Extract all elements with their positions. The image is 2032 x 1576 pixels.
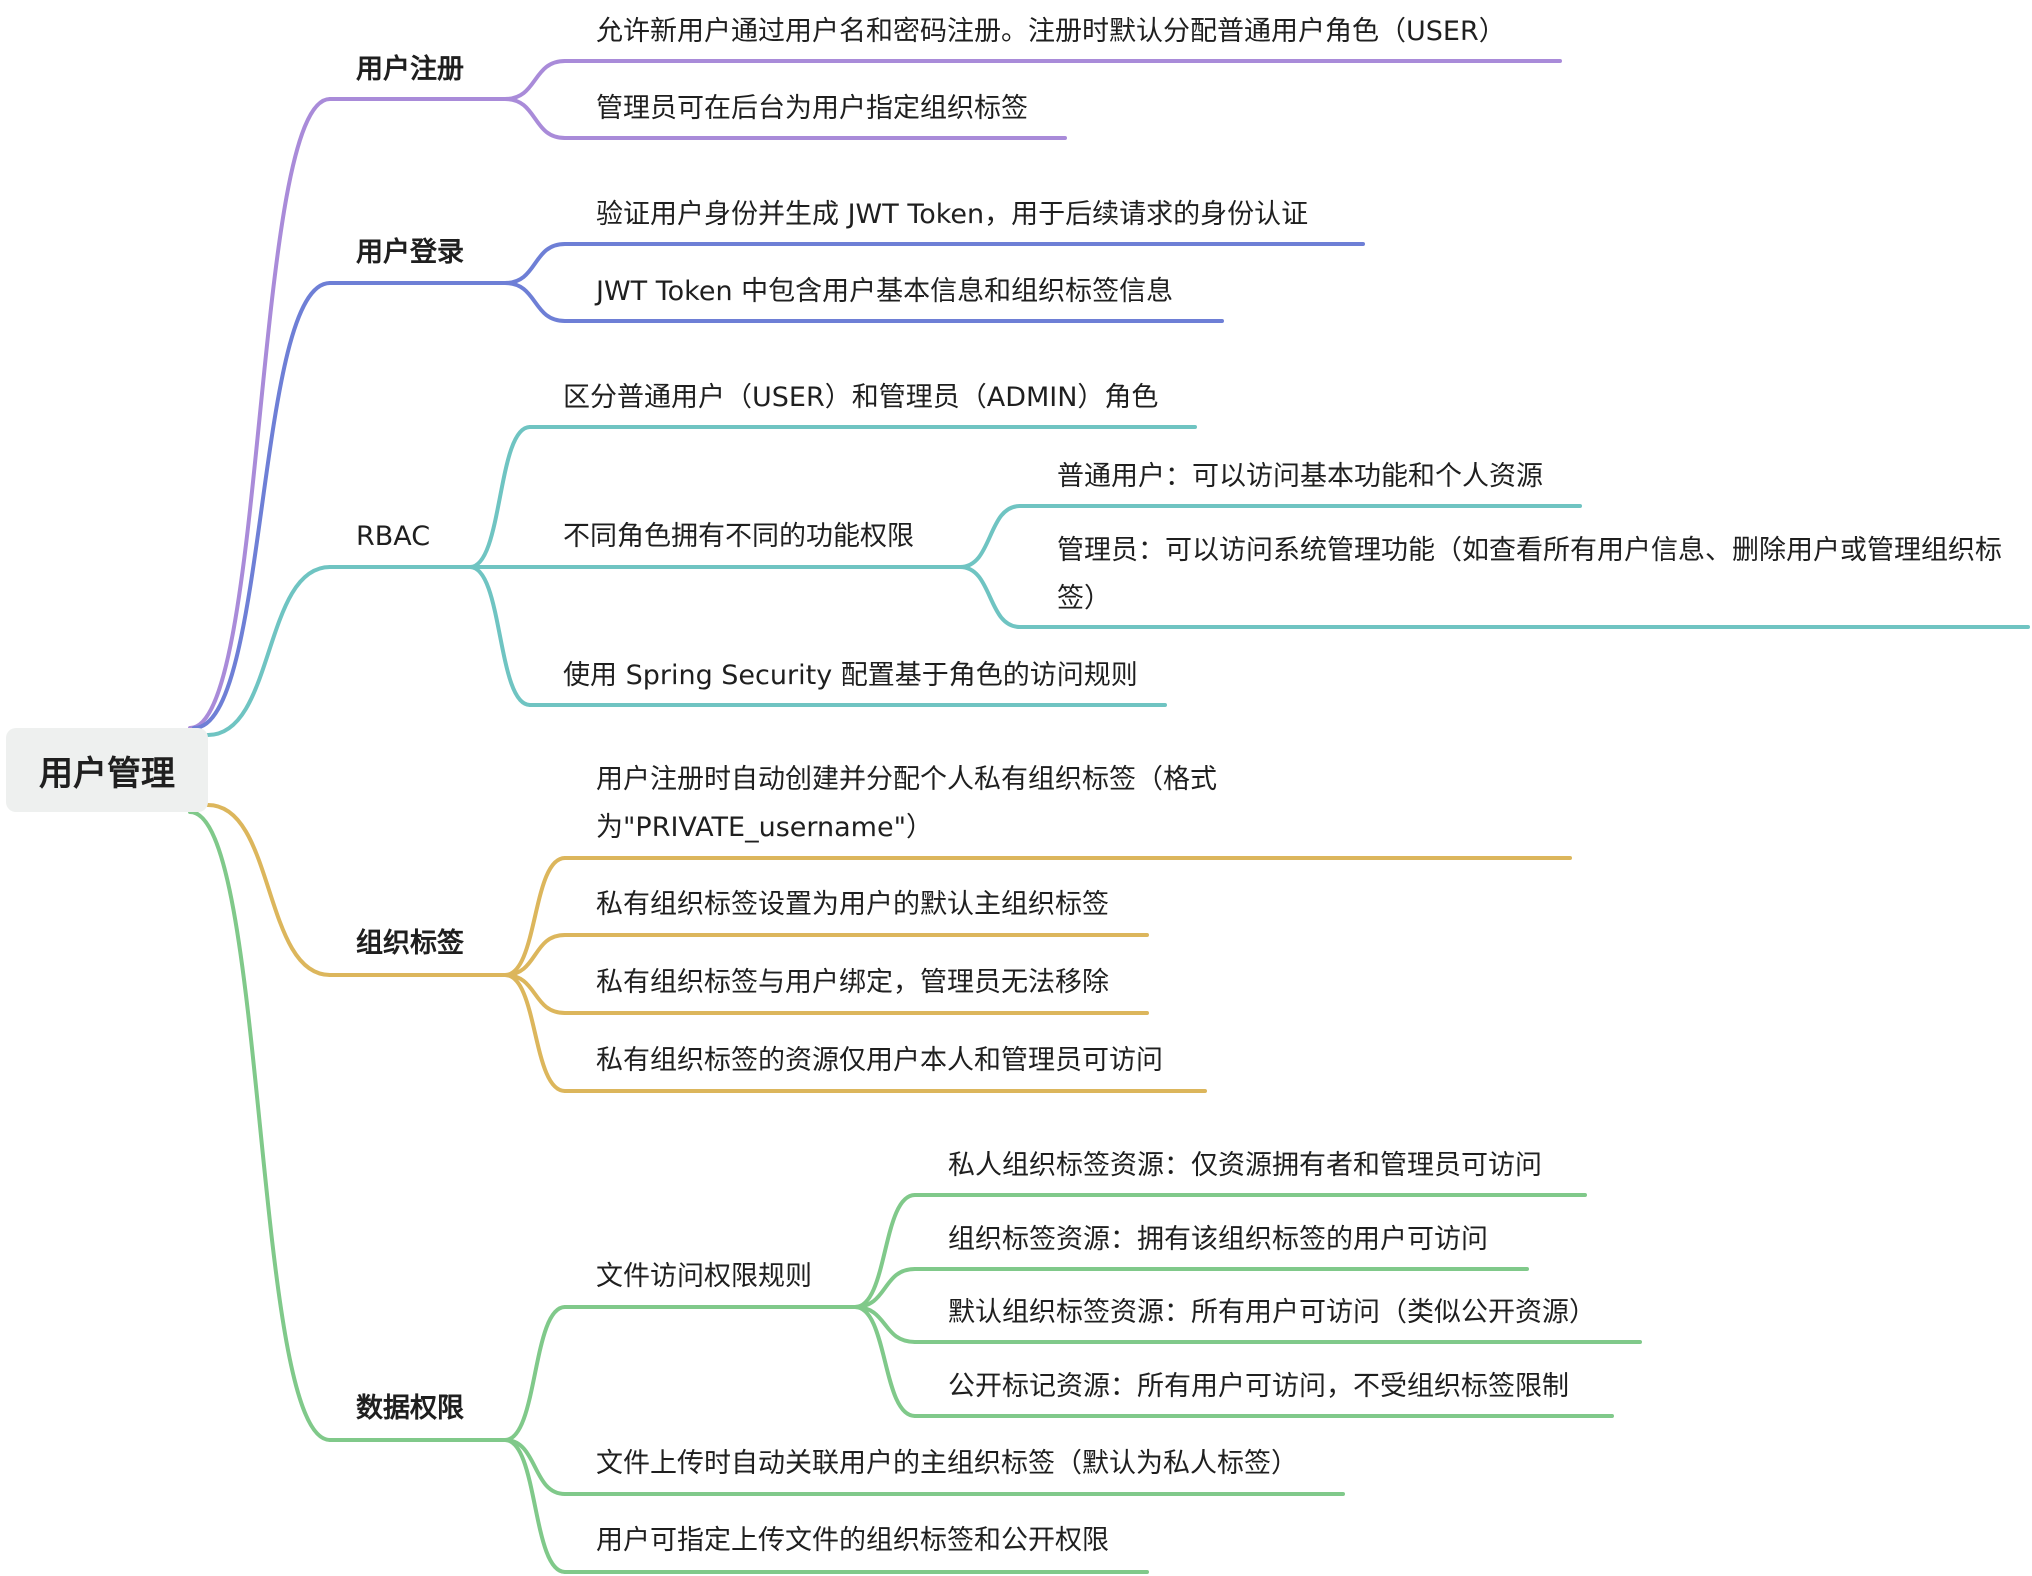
edge-root-login — [192, 281, 332, 730]
edge-root-registration — [188, 97, 332, 730]
node-role-permissions[interactable]: 不同角色拥有不同的功能权限 — [563, 521, 914, 552]
node-org-resource-rule[interactable]: 组织标签资源：拥有该组织标签的用户可访问 — [948, 1224, 1488, 1255]
edge-data-1 — [503, 1438, 567, 1496]
node-jwt-generate[interactable]: 验证用户身份并生成 JWT Token，用于后续请求的身份认证 — [596, 199, 1309, 230]
edge-orgtags-3 — [503, 973, 567, 1093]
edge-rbac-1-0 — [958, 504, 1022, 569]
branch-user-registration[interactable]: 用户注册 — [356, 54, 464, 85]
node-user-permission[interactable]: 普通用户：可以访问基本功能和个人资源 — [1057, 461, 1543, 492]
node-file-access-rules[interactable]: 文件访问权限规则 — [596, 1261, 812, 1292]
node-upload-custom-tag[interactable]: 用户可指定上传文件的组织标签和公开权限 — [596, 1525, 1109, 1556]
branch-org-tags[interactable]: 组织标签 — [356, 928, 464, 959]
node-registration-rule[interactable]: 允许新用户通过用户名和密码注册。注册时默认分配普通用户角色（USER） — [596, 16, 1506, 47]
edge-rbac-2 — [468, 565, 532, 707]
node-admin-permission[interactable]: 管理员：可以访问系统管理功能（如查看所有用户信息、删除用户或管理组织标签） — [1057, 535, 2002, 614]
node-private-tag-binding[interactable]: 私有组织标签与用户绑定，管理员无法移除 — [596, 967, 1109, 998]
node-spring-security[interactable]: 使用 Spring Security 配置基于角色的访问规则 — [563, 660, 1138, 691]
node-private-resource-rule[interactable]: 私人组织标签资源：仅资源拥有者和管理员可访问 — [948, 1150, 1542, 1181]
edge-root-rbac — [206, 565, 332, 737]
node-default-resource-rule[interactable]: 默认组织标签资源：所有用户可访问（类似公开资源） — [948, 1297, 1596, 1328]
edge-orgtags-1 — [503, 933, 567, 977]
edge-data-0 — [503, 1305, 567, 1442]
root-node[interactable]: 用户管理 — [6, 728, 208, 812]
node-role-distinction[interactable]: 区分普通用户（USER）和管理员（ADMIN）角色 — [563, 382, 1159, 413]
edge-rbac-1-1 — [958, 565, 1022, 629]
node-auto-private-tag[interactable]: 用户注册时自动创建并分配个人私有组织标签（格式为"PRIVATE_usernam… — [596, 764, 1217, 843]
edge-rbac-0 — [468, 425, 532, 569]
edge-login-1 — [503, 281, 567, 323]
edge-registration-0 — [503, 59, 567, 101]
branch-rbac[interactable]: RBAC — [356, 521, 431, 552]
edge-login-0 — [503, 242, 567, 285]
edge-data-0-3 — [853, 1305, 917, 1418]
node-private-tag-access[interactable]: 私有组织标签的资源仅用户本人和管理员可访问 — [596, 1045, 1163, 1076]
node-jwt-content[interactable]: JWT Token 中包含用户基本信息和组织标签信息 — [596, 276, 1174, 307]
edge-data-0-1 — [853, 1267, 917, 1309]
branch-user-login[interactable]: 用户登录 — [356, 237, 464, 268]
node-default-primary-tag[interactable]: 私有组织标签设置为用户的默认主组织标签 — [596, 889, 1109, 920]
edge-registration-1 — [503, 97, 567, 140]
edge-root-datapermissions — [188, 810, 332, 1442]
edge-root-orgtags — [206, 803, 332, 977]
edge-data-2 — [503, 1438, 567, 1574]
branch-data-permissions[interactable]: 数据权限 — [356, 1393, 464, 1424]
edge-orgtags-0 — [503, 856, 567, 977]
edge-data-0-0 — [853, 1193, 917, 1309]
node-public-resource-rule[interactable]: 公开标记资源：所有用户可访问，不受组织标签限制 — [948, 1371, 1569, 1402]
node-admin-assign-tag[interactable]: 管理员可在后台为用户指定组织标签 — [596, 93, 1028, 124]
node-upload-auto-tag[interactable]: 文件上传时自动关联用户的主组织标签（默认为私人标签） — [596, 1448, 1298, 1479]
